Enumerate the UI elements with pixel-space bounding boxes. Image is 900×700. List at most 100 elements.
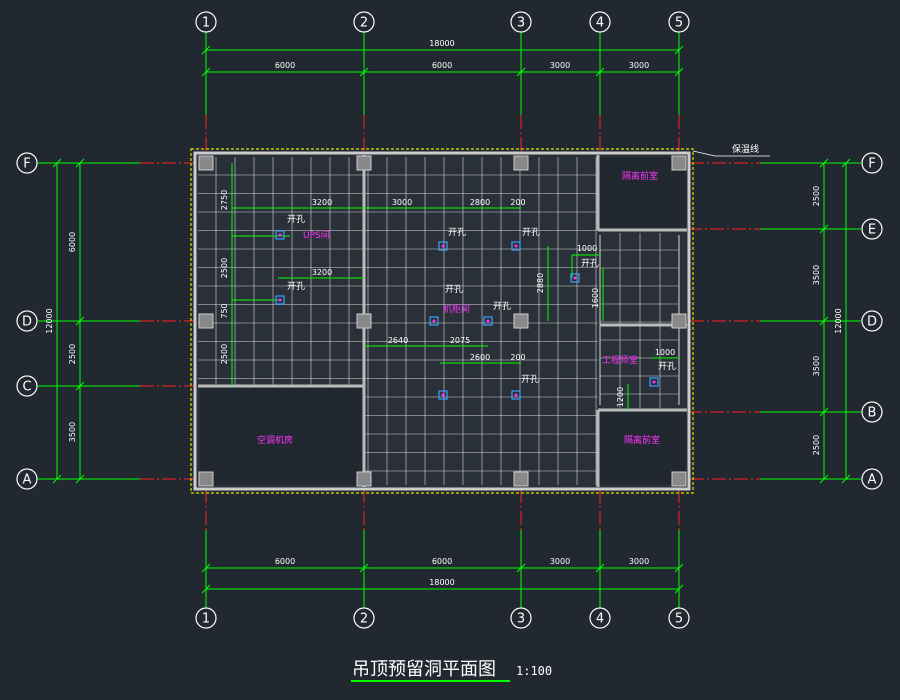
room-label-engineer: 工程师室	[602, 354, 638, 366]
hole-label-7: 开孔	[493, 301, 511, 312]
grid-bubble-left-C: C	[16, 375, 38, 397]
dim-2075: 2075	[450, 336, 470, 345]
grid-bubble-right-B-circle	[861, 401, 883, 423]
column	[513, 313, 529, 329]
top-dim-seg-3: 3000	[550, 61, 570, 70]
top-dim-seg-2: 6000	[432, 61, 452, 70]
bubble-leaders	[38, 32, 861, 608]
room-label-vestibule-top: 隔离前室	[622, 170, 658, 182]
grid-bubble-top-3: 3	[510, 11, 532, 33]
grid-bubble-left-F-text: F	[23, 157, 30, 172]
grid-bubble-bottom-1-circle	[195, 607, 217, 629]
grid-bubble-left-D: D	[16, 310, 38, 332]
top-total-dim: 18000	[429, 39, 454, 48]
grid-bubble-right-D: D	[861, 310, 883, 332]
grid-bubble-bottom-5-circle	[668, 607, 690, 629]
grid-bubble-top-5: 5	[668, 11, 690, 33]
column	[198, 155, 214, 171]
column	[513, 471, 529, 487]
bottom-dimensions	[201, 563, 684, 594]
ceiling-hole	[511, 241, 521, 251]
room-label-vestibule-bottom: 隔离前室	[624, 434, 660, 446]
column	[356, 313, 372, 329]
bottom-dim-seg-2: 6000	[432, 557, 452, 566]
drawing-title: 吊顶预留洞平面图	[352, 659, 496, 680]
grid-bubble-bottom-5: 5	[668, 607, 690, 629]
right-dim-seg-2: 3500	[812, 265, 821, 285]
grid-bubble-right-E-circle	[861, 218, 883, 240]
vestibule-top-area	[598, 157, 686, 229]
grid-bubble-left-C-text: C	[22, 380, 31, 395]
ceiling-hole	[438, 241, 448, 251]
grid-bubble-right-D-circle	[861, 310, 883, 332]
ceiling-hole	[438, 390, 448, 400]
dim-750: 750	[220, 303, 229, 318]
column	[671, 313, 687, 329]
grid-bubble-right-D-text: D	[867, 315, 877, 330]
grid-bubble-top-3-text: 3	[517, 16, 525, 31]
dim-2500-lower: 2500	[220, 344, 229, 364]
columns	[198, 155, 687, 487]
ceiling-hole-center	[652, 380, 656, 384]
grid-bubble-bottom-4: 4	[589, 607, 611, 629]
top-dim-seg-4: 3000	[629, 61, 649, 70]
ceiling-hole	[275, 295, 285, 305]
grid-bubble-top-5-text: 5	[675, 16, 683, 31]
grid-bubble-right-A-circle	[861, 468, 883, 490]
rooms	[200, 157, 686, 485]
dim-1000-upper: 1000	[577, 244, 597, 253]
top-dim-seg-1: 6000	[275, 61, 295, 70]
dim-200-top: 200	[510, 198, 525, 207]
grid-bubble-top-4-circle	[589, 11, 611, 33]
right-total-dim: 12000	[834, 308, 843, 333]
boundary-leader	[692, 150, 770, 157]
grid-bubble-left-F: F	[16, 152, 38, 174]
dim-2800: 2800	[470, 198, 490, 207]
grid-bubble-bottom-1-text: 1	[202, 612, 210, 627]
dim-1600: 1600	[591, 288, 600, 308]
top-dimensions	[201, 45, 684, 77]
hole-label-8: 开孔	[658, 361, 676, 372]
boundary-label: 保温线	[732, 143, 759, 155]
vestibule-bottom-area	[598, 412, 686, 485]
dim-2880: 2880	[536, 273, 545, 293]
dim-1000-lower: 1000	[655, 348, 675, 357]
dim-2750: 2750	[220, 190, 229, 210]
hole-labels: 开孔 开孔 开孔 开孔 开孔 开孔 开孔 开孔 开孔	[287, 214, 676, 385]
grid-bubble-right-B: B	[861, 401, 883, 423]
grid-bubble-top-4: 4	[589, 11, 611, 33]
grid-bubble-top-4-text: 4	[596, 16, 604, 31]
bottom-dim-seg-3: 3000	[550, 557, 570, 566]
left-dim-seg-2: 2500	[68, 344, 77, 364]
grid-bubble-bottom-2-text: 2	[360, 612, 368, 627]
right-dim-seg-3: 3500	[812, 356, 821, 376]
grid-bubble-bottom-2: 2	[353, 607, 375, 629]
grid-bubble-bottom-3-circle	[510, 607, 532, 629]
hole-label-2: 开孔	[448, 227, 466, 238]
grid-bubble-right-F-circle	[861, 152, 883, 174]
left-total-dim: 12000	[45, 308, 54, 333]
dim-2500-upper: 2500	[220, 258, 229, 278]
grid-bubble-right-F-text: F	[868, 157, 875, 172]
dim-3000: 3000	[392, 198, 412, 207]
grid-bubble-bottom-1: 1	[195, 607, 217, 629]
drawing-scale: 1:100	[516, 664, 552, 678]
dim-2600: 2600	[470, 353, 490, 362]
column	[513, 155, 529, 171]
hole-label-9: 开孔	[521, 374, 539, 385]
ceiling-hole-center	[278, 233, 282, 237]
hole-label-6: 开孔	[445, 284, 463, 295]
column	[198, 471, 214, 487]
grid-bubble-right-A-text: A	[868, 473, 877, 488]
grid-bubble-right-E: E	[861, 218, 883, 240]
grid-bubble-left-A: A	[16, 468, 38, 490]
ceiling-hole-center	[441, 393, 445, 397]
ceiling-hole-center	[441, 244, 445, 248]
grid-bubble-top-2: 2	[353, 11, 375, 33]
left-dim-seg-1: 6000	[68, 232, 77, 252]
grid-bubble-right-A: A	[861, 468, 883, 490]
room-label-ac: 空调机房	[257, 434, 293, 446]
right-dim-seg-1: 2500	[812, 186, 821, 206]
grid-bubble-bottom-4-circle	[589, 607, 611, 629]
hole-label-4: 开孔	[581, 258, 599, 269]
